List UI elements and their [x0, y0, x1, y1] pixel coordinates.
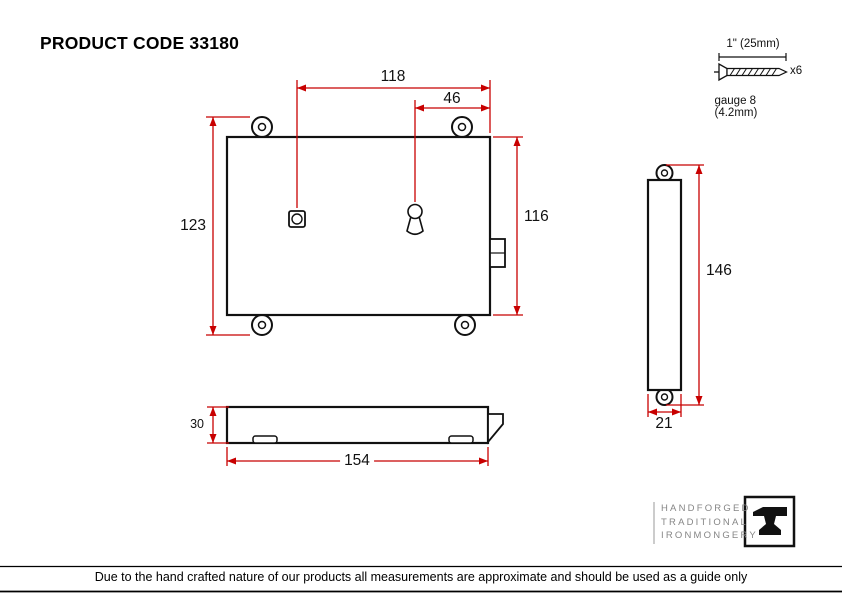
screw-threads: [729, 68, 777, 76]
screw-quantity-label: x6: [790, 65, 803, 77]
dim-label-side-height: 146: [706, 262, 732, 279]
product-code: PRODUCT CODE 33180: [40, 33, 240, 53]
front-view-dimensions: [206, 80, 523, 336]
dim-label-side-width: 21: [655, 415, 673, 432]
screw-gauge-label: gauge 8 (4.2mm): [714, 95, 758, 119]
front-view-drawing: [225, 116, 506, 336]
lug-holes: [257, 122, 470, 330]
anvil-glyph: [753, 507, 787, 535]
disclaimer-text: Due to the hand crafted nature of our pr…: [94, 570, 748, 584]
screw-size-label: 1" (25mm): [726, 38, 780, 50]
latch: [489, 238, 506, 268]
brand-text-block: HANDFORGED TRADITIONAL IRONMONGERY: [661, 503, 758, 541]
side-view-drawing: [646, 164, 683, 406]
dim-label-front-height-right: 116: [524, 208, 549, 225]
spindle-hole: [288, 210, 306, 228]
screw-detail-drawing: [714, 53, 788, 82]
bottom-view-drawing: [225, 405, 504, 445]
dim-label-front-height-left: 123: [180, 217, 206, 234]
keyhole: [406, 203, 424, 236]
footer-rules: [0, 565, 842, 593]
anvil-logo: [653, 495, 796, 548]
dim-label-keyhole-offset: 46: [443, 90, 461, 107]
brand-line-ironmongery: IRONMONGERY: [661, 530, 758, 541]
dim-label-bottom-width: 154: [340, 452, 374, 470]
dim-label-bottom-depth: 30: [190, 417, 204, 431]
dim-label-front-width: 118: [380, 68, 406, 85]
brand-line-traditional: TRADITIONAL: [661, 516, 749, 528]
side-view-dimensions: [647, 164, 704, 417]
brand-line-handforged: HANDFORGED: [661, 503, 751, 514]
